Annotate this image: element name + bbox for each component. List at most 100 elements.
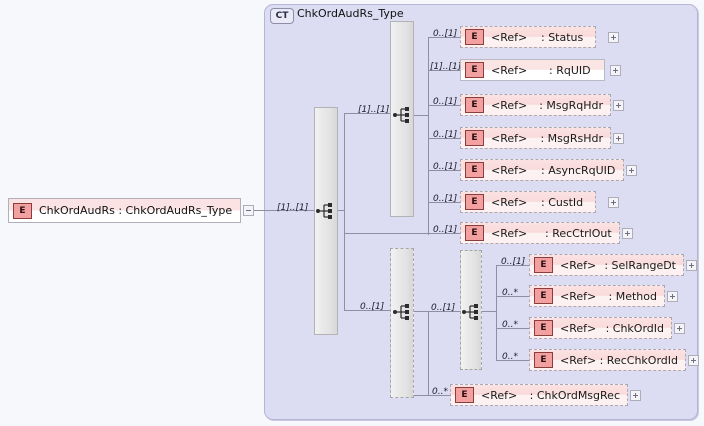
element-expand-toggle[interactable]: [610, 65, 621, 76]
cardinality-element-9: 0..*: [502, 320, 518, 330]
complex-type-badge: CT: [270, 8, 294, 24]
element-box-msgrshdr[interactable]: E <Ref> : MsgRsHdr: [460, 127, 611, 149]
element-box-method[interactable]: E <Ref> : Method: [529, 285, 665, 307]
element-box-custid[interactable]: E <Ref> : CustId: [460, 191, 596, 213]
connector-element-1: [428, 70, 460, 71]
root-element-box[interactable]: E ChkOrdAudRs : ChkOrdAudRs_Type: [8, 198, 241, 223]
element-expand-toggle[interactable]: [608, 32, 619, 43]
connector-outer-trunk: [344, 113, 345, 310]
element-expand-toggle[interactable]: [626, 165, 637, 176]
element-badge-icon: E: [465, 97, 484, 113]
sequence-icon: [462, 304, 478, 320]
element-ref-label: <Ref>: [491, 63, 528, 77]
cardinality-inner-group: 0..[1]: [431, 303, 456, 313]
element-expand-toggle[interactable]: [613, 133, 624, 144]
element-ref-label: <Ref>: [491, 195, 528, 209]
element-name-label: : SelRangeDt: [604, 258, 676, 272]
element-expand-toggle[interactable]: [667, 291, 678, 302]
element-badge-icon: E: [465, 225, 484, 241]
element-ref-label: <Ref>: [491, 226, 528, 240]
element-name-label: : MsgRqHdr: [539, 98, 603, 112]
cardinality-element-8: 0..*: [502, 288, 518, 298]
cardinality-element-10: 0..*: [502, 352, 518, 362]
connector-lower-stub: [414, 311, 429, 312]
cardinality-element-7: 0..[1]: [501, 257, 526, 267]
connector-element-0: [428, 37, 460, 38]
element-expand-toggle[interactable]: [688, 355, 699, 366]
element-ref-label: <Ref>: [560, 289, 597, 303]
connector-element-10: [496, 360, 529, 361]
connector-element-5: [428, 202, 460, 203]
element-badge-icon: E: [465, 162, 484, 178]
element-badge-icon: E: [465, 29, 484, 45]
connector-element-7: [496, 265, 529, 266]
element-box-msgrqhdr[interactable]: E <Ref> : MsgRqHdr: [460, 94, 611, 116]
connector-lower-trunk: [428, 311, 429, 395]
root-collapse-toggle[interactable]: [243, 205, 254, 216]
connector-upper-trunk: [428, 37, 429, 235]
element-box-asyncrquid[interactable]: E <Ref> : AsyncRqUID: [460, 159, 624, 181]
root-element-label: ChkOrdAudRs : ChkOrdAudRs_Type: [39, 204, 233, 217]
element-box-rquid[interactable]: E <Ref> : RqUID: [460, 59, 605, 81]
connector-element-4: [428, 170, 460, 171]
cardinality-root: [1]..[1]: [277, 203, 309, 213]
cardinality-lower-group: 0..[1]: [360, 302, 385, 312]
lower-sequence-bar[interactable]: [390, 248, 414, 398]
element-badge-icon: E: [534, 257, 553, 273]
element-box-status[interactable]: E <Ref> : Status: [460, 26, 596, 48]
cardinality-element-2: 0..[1]: [433, 97, 458, 107]
element-box-recctrlout[interactable]: E <Ref> : RecCtrlOut: [460, 222, 620, 244]
element-ref-label: <Ref>: [491, 163, 528, 177]
element-ref-label: <Ref>: [560, 258, 597, 272]
element-expand-toggle[interactable]: [622, 228, 633, 239]
connector-root-to-outer-group: [254, 210, 322, 211]
element-ref-label: <Ref>: [481, 388, 518, 402]
element-name-label: : MsgRsHdr: [540, 131, 603, 145]
element-name-label: : AsyncRqUID: [541, 163, 616, 177]
connector-upper-stub: [414, 115, 429, 116]
connector-to-inner-group: [428, 311, 460, 312]
inner-sequence-bar[interactable]: [460, 250, 482, 370]
outer-sequence-bar[interactable]: [314, 107, 338, 335]
cardinality-upper-group: [1]..[1]: [358, 105, 390, 115]
element-expand-toggle[interactable]: [674, 323, 685, 334]
element-badge-icon: E: [465, 130, 484, 146]
cardinality-element-11: 0..*: [432, 387, 448, 397]
connector-element-2: [428, 105, 460, 106]
element-ref-label: <Ref>: [560, 321, 597, 335]
upper-sequence-bar[interactable]: [390, 21, 414, 217]
element-box-selrangedt[interactable]: E <Ref> : SelRangeDt: [529, 254, 684, 276]
element-expand-toggle[interactable]: [613, 100, 624, 111]
connector-element-6: [344, 233, 460, 234]
element-name-label: : Status: [541, 30, 584, 44]
element-badge-icon: E: [465, 62, 484, 78]
sequence-icon: [316, 203, 332, 219]
element-ref-label: <Ref>: [560, 353, 597, 367]
cardinality-element-1: [1]..[1]: [430, 62, 462, 72]
element-badge-icon: E: [13, 202, 32, 219]
connector-outer-stub: [338, 210, 345, 211]
element-ref-label: <Ref>: [491, 30, 528, 44]
element-box-chkordid[interactable]: E <Ref> : ChkOrdId: [529, 317, 672, 339]
element-badge-icon: E: [534, 288, 553, 304]
element-name-label: : ChkOrdMsgRec: [529, 388, 620, 402]
connector-element-9: [496, 328, 529, 329]
element-box-recchkordid[interactable]: E <Ref> : RecChkOrdId: [529, 349, 686, 371]
connector-inner-trunk: [496, 265, 497, 360]
cardinality-element-0: 0..[1]: [433, 29, 458, 39]
element-expand-toggle[interactable]: [630, 390, 641, 401]
element-badge-icon: E: [465, 194, 484, 210]
cardinality-element-4: 0..[1]: [433, 162, 458, 172]
connector-inner-stub: [482, 311, 497, 312]
connector-element-3: [428, 138, 460, 139]
element-expand-toggle[interactable]: [608, 197, 619, 208]
connector-element-11: [414, 395, 460, 396]
element-name-label: : ChkOrdId: [605, 321, 664, 335]
cardinality-element-5: 0..[1]: [433, 194, 458, 204]
element-badge-icon: E: [534, 352, 553, 368]
element-expand-toggle[interactable]: [686, 260, 697, 271]
element-name-label: : RqUID: [549, 63, 591, 77]
element-box-chkordmsgrec[interactable]: E <Ref> : ChkOrdMsgRec: [450, 384, 628, 406]
connector-to-upper-group: [344, 113, 390, 114]
